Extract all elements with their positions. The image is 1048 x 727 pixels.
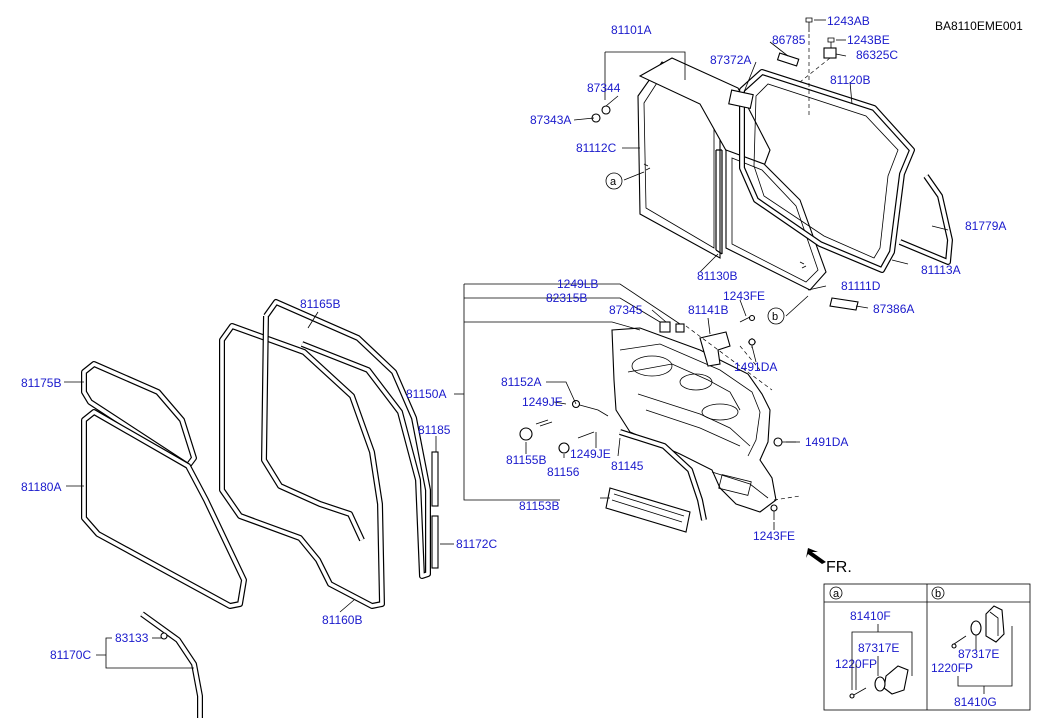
diagram-code: BA8110EME001: [935, 19, 1023, 33]
label-81152a[interactable]: 81152A: [501, 375, 541, 389]
label-1249lb[interactable]: 1249LB: [557, 277, 598, 291]
label-1491da-a[interactable]: 1491DA: [734, 360, 777, 374]
callout-b[interactable]: b: [767, 307, 785, 325]
label-81111d[interactable]: 81111D: [841, 279, 881, 293]
leader-lines-left: [64, 311, 454, 669]
label-81185[interactable]: 81185: [418, 423, 451, 437]
callout-b-letter: b: [772, 311, 778, 323]
label-82315b[interactable]: 82315B: [546, 291, 587, 305]
label-86325c[interactable]: 86325C: [856, 48, 898, 62]
door-trim-assembly: [519, 314, 801, 533]
weatherstrips: [81, 299, 439, 718]
label-81170c[interactable]: 81170C: [50, 648, 91, 662]
leader-lines-trim: [454, 283, 800, 530]
callout-a-letter: a: [610, 176, 617, 188]
front-arrow-icon: [806, 548, 826, 564]
label-81165b[interactable]: 81165B: [300, 297, 340, 311]
label-81145[interactable]: 81145: [611, 459, 644, 473]
speaker-grille-81153b[interactable]: [605, 487, 691, 533]
inset-b-tag: b: [935, 588, 941, 600]
label-1249je-b[interactable]: 1249JE: [570, 447, 611, 461]
label-81175b[interactable]: 81175B: [21, 376, 61, 390]
label-1243ab[interactable]: 1243AB: [827, 14, 870, 28]
leader-lines-upper: [573, 19, 949, 317]
label-87345[interactable]: 87345: [609, 303, 643, 317]
inset-b-label-87317e[interactable]: 87317E: [958, 647, 999, 661]
label-81180a[interactable]: 81180A: [21, 480, 61, 494]
label-81779a[interactable]: 81779A: [965, 219, 1006, 233]
glass-81101a[interactable]: [638, 57, 771, 167]
label-87372a[interactable]: 87372A: [710, 53, 751, 67]
inset-section-a: a 81410F 87317E 1220FP: [829, 586, 913, 699]
label-81130b[interactable]: 81130B: [697, 269, 737, 283]
front-direction-indicator: FR.: [806, 548, 852, 576]
label-1491da-b[interactable]: 1491DA: [805, 435, 848, 449]
inset-a-label-87317e[interactable]: 87317E: [858, 641, 899, 655]
label-1243fe-bot[interactable]: 1243FE: [753, 529, 795, 543]
label-1243fe-top[interactable]: 1243FE: [723, 289, 765, 303]
inset-section-b: b 87317E 1220FP 81410G: [931, 586, 1013, 709]
label-81155b[interactable]: 81155B: [506, 453, 546, 467]
label-81113a[interactable]: 81113A: [921, 263, 961, 277]
label-1249je-a[interactable]: 1249JE: [522, 395, 563, 409]
window-glass-assembly: [591, 17, 953, 311]
front-direction-label: FR.: [826, 559, 852, 576]
label-81153b[interactable]: 81153B: [519, 499, 559, 513]
label-81120b[interactable]: 81120B: [830, 73, 870, 87]
label-87343a[interactable]: 87343A: [530, 113, 571, 127]
label-81160b[interactable]: 81160B: [322, 613, 362, 627]
label-87344[interactable]: 87344: [587, 81, 621, 95]
label-81101a[interactable]: 81101A: [611, 23, 651, 37]
label-86785[interactable]: 86785: [772, 33, 806, 47]
detail-inset: a 81410F 87317E 1220FP b 87317E 1220FP 8…: [823, 583, 1031, 711]
label-81150a[interactable]: 81150A: [406, 387, 446, 401]
label-1243be[interactable]: 1243BE: [847, 33, 890, 47]
label-83133[interactable]: 83133: [115, 631, 149, 645]
callout-a[interactable]: a: [605, 172, 623, 190]
label-81172c[interactable]: 81172C: [456, 537, 497, 551]
inset-a-label-81410f[interactable]: 81410F: [850, 609, 891, 623]
part-labels: 81101A 1243AB 86785 1243BE 86325C 87372A…: [21, 14, 1006, 662]
label-87386a[interactable]: 87386A: [873, 302, 914, 316]
label-81141b[interactable]: 81141B: [688, 303, 728, 317]
inset-b-label-81410g[interactable]: 81410G: [954, 695, 997, 709]
inset-a-tag: a: [833, 588, 840, 600]
label-81156[interactable]: 81156: [547, 465, 580, 479]
inset-b-label-1220fp[interactable]: 1220FP: [931, 661, 973, 675]
label-81112c[interactable]: 81112C: [576, 141, 617, 155]
